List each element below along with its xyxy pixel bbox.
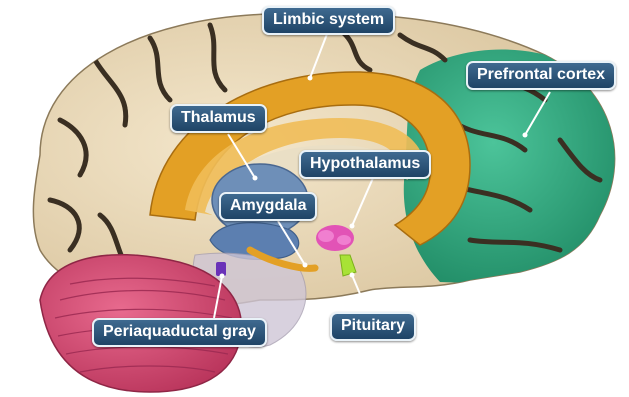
label-amygdala: Amygdala <box>219 192 317 221</box>
hypothalamus-region <box>316 225 354 251</box>
label-pituitary: Pituitary <box>330 312 416 341</box>
label-thalamus: Thalamus <box>170 104 267 133</box>
label-prefrontal-cortex: Prefrontal cortex <box>466 61 616 90</box>
label-hypothalamus: Hypothalamus <box>299 150 431 179</box>
label-limbic-system: Limbic system <box>262 6 395 35</box>
label-periaqueductal-gray: Periaquaductal gray <box>92 318 267 347</box>
